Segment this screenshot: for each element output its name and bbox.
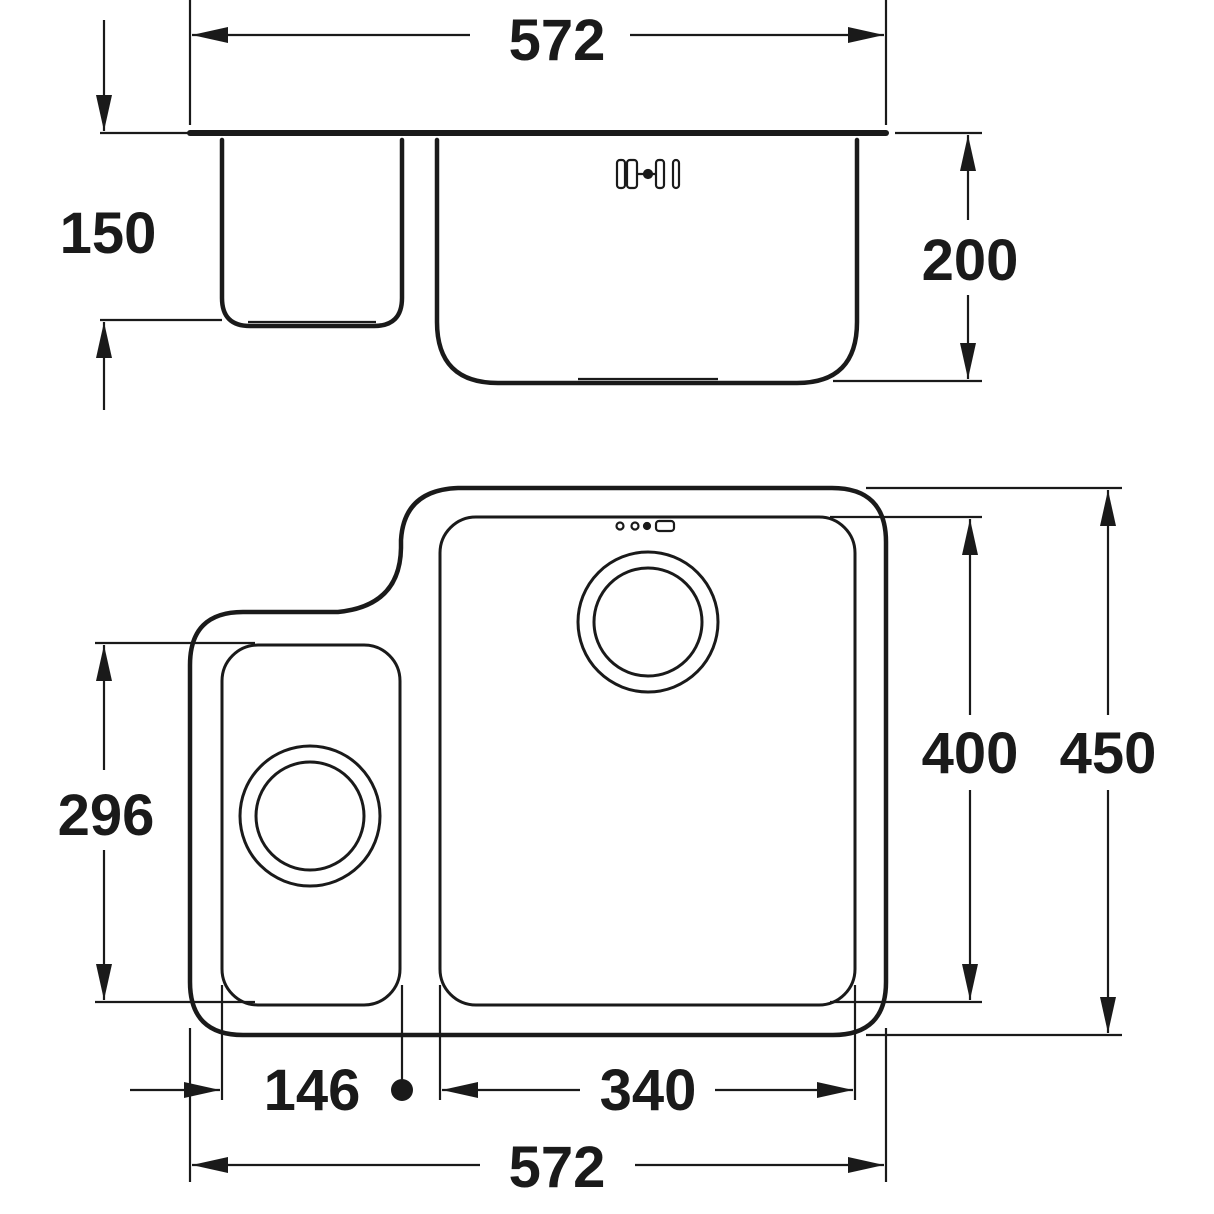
dim-overall-length: 450 bbox=[1060, 721, 1157, 786]
large-bowl-waste-inner bbox=[592, 566, 704, 678]
overflow-icon bbox=[615, 158, 681, 190]
large-bowl-profile bbox=[434, 137, 860, 386]
centre-dot bbox=[391, 1079, 413, 1101]
dim-small-bowl-width: 146 bbox=[264, 1058, 361, 1123]
overflow-icon bbox=[615, 519, 676, 533]
dim-small-bowl-length: 296 bbox=[58, 783, 155, 848]
dim-large-bowl-width: 340 bbox=[600, 1058, 697, 1123]
sink-outline bbox=[187, 485, 889, 1038]
dim-overall-width-top: 572 bbox=[509, 8, 606, 73]
small-bowl-waste-outer bbox=[238, 744, 382, 888]
large-bowl bbox=[438, 515, 857, 1007]
small-bowl-waste-inner bbox=[254, 760, 366, 872]
small-bowl-profile bbox=[219, 137, 405, 329]
large-bowl-waste-outer bbox=[576, 550, 720, 694]
dim-overall-width-bottom: 572 bbox=[509, 1135, 606, 1200]
elevation-view: 572 150 200 bbox=[60, 0, 1019, 410]
plan-view: 400 450 296 146 340 572 bbox=[58, 485, 1157, 1200]
dim-small-bowl-depth: 150 bbox=[60, 201, 157, 266]
dim-large-bowl-length: 400 bbox=[922, 721, 1019, 786]
small-bowl bbox=[220, 643, 402, 1007]
dim-large-bowl-depth: 200 bbox=[922, 228, 1019, 293]
